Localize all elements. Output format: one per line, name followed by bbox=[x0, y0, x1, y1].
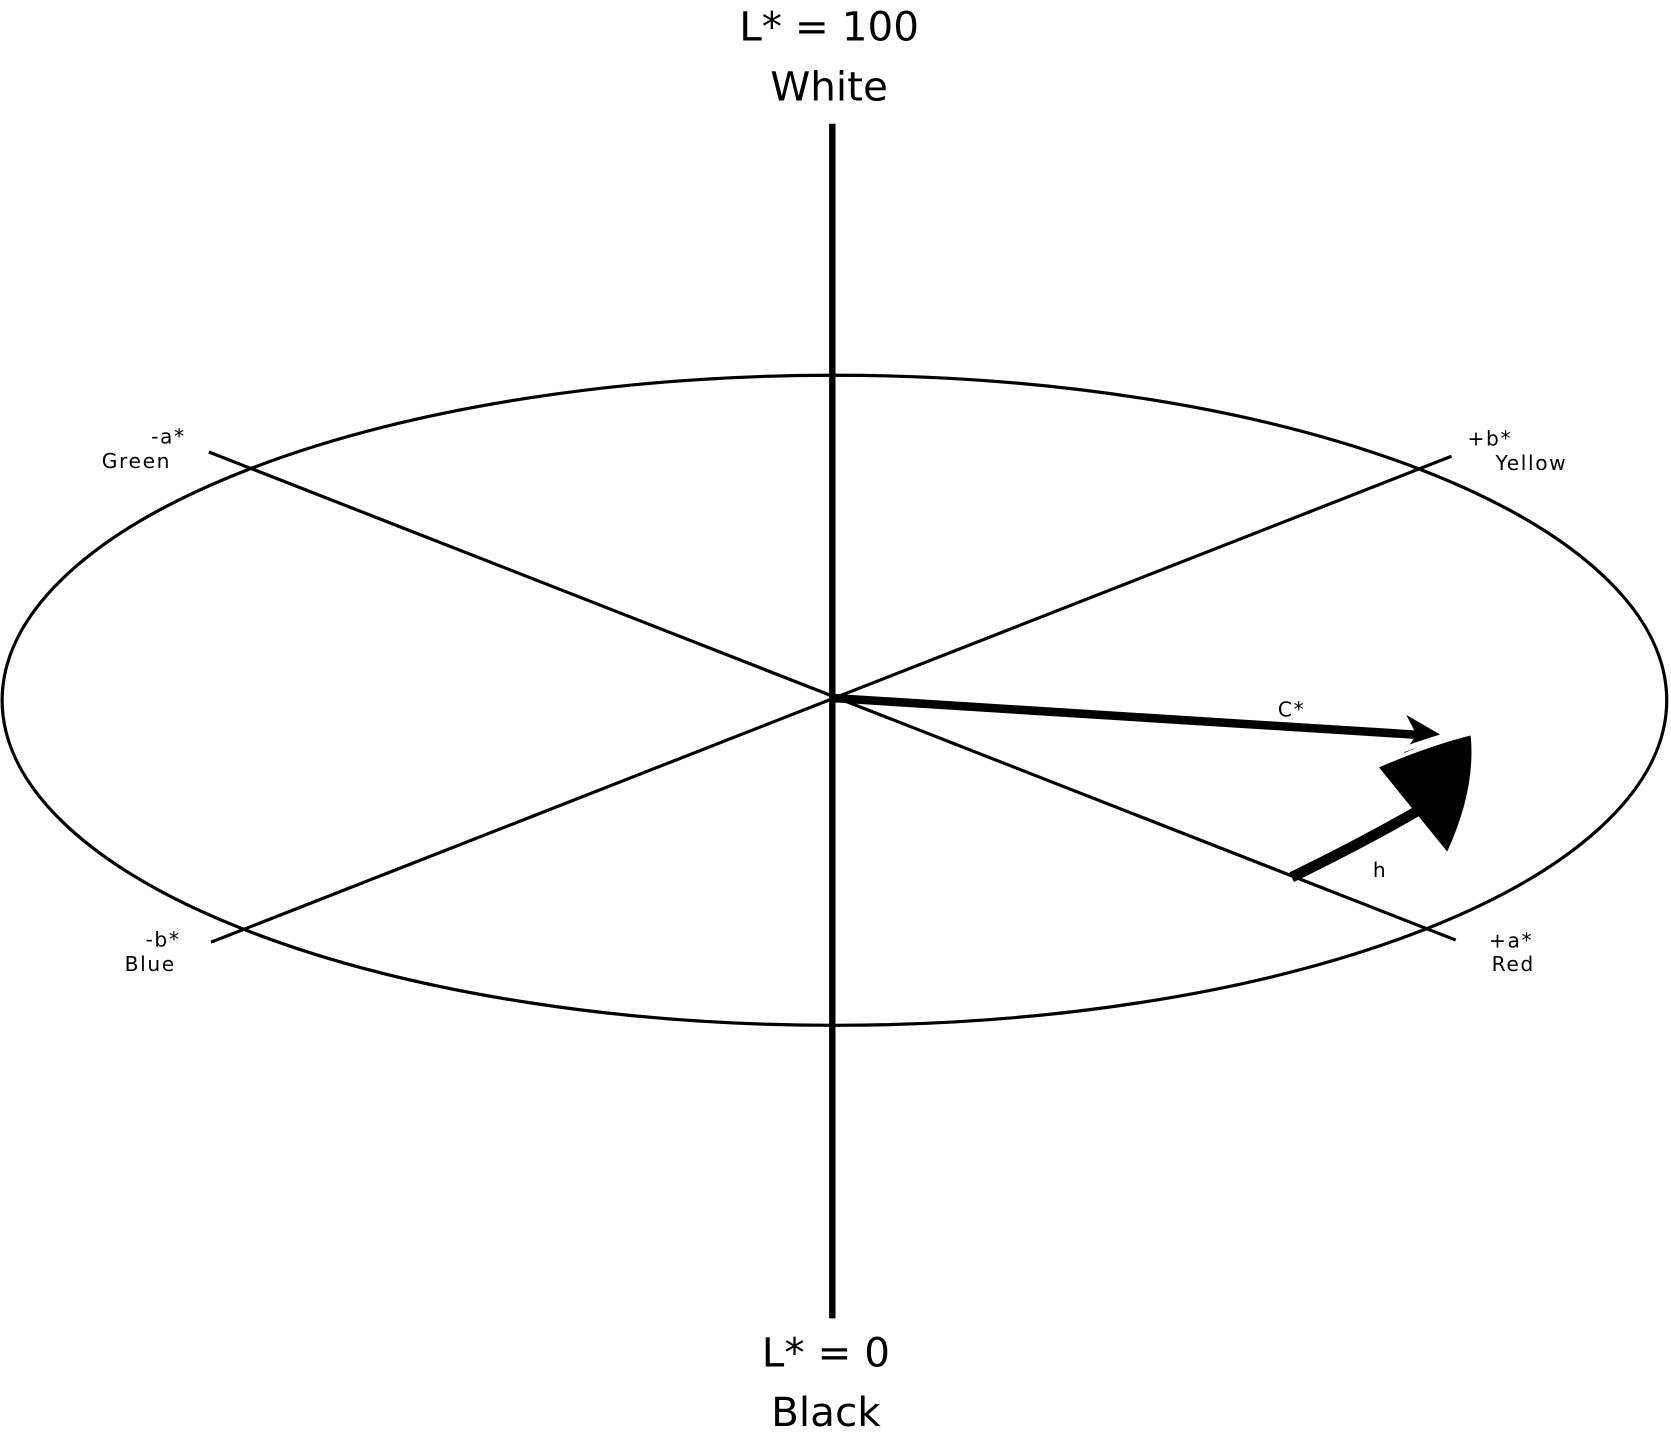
l100-label: L* = 100 bbox=[739, 3, 919, 51]
yellow-label: Yellow bbox=[1494, 451, 1567, 475]
hue-label: h bbox=[1373, 858, 1387, 882]
chroma-label: C* bbox=[1278, 697, 1305, 721]
red-label: Red bbox=[1492, 952, 1535, 976]
a-axis-line bbox=[208, 450, 1457, 942]
green-label: Green bbox=[102, 449, 171, 473]
b-axis-line bbox=[210, 454, 1453, 944]
hue-arrow bbox=[1289, 726, 1472, 882]
white-label: White bbox=[770, 62, 888, 110]
black-label: Black bbox=[771, 1388, 881, 1436]
l0-label: L* = 0 bbox=[762, 1328, 890, 1376]
pos-b-label: +b* bbox=[1467, 427, 1512, 451]
blue-label: Blue bbox=[125, 952, 176, 976]
chroma-arrow bbox=[834, 693, 1444, 754]
neg-b-label: -b* bbox=[146, 927, 181, 951]
pos-a-label: +a* bbox=[1489, 929, 1533, 953]
neg-a-label: -a* bbox=[151, 424, 186, 448]
